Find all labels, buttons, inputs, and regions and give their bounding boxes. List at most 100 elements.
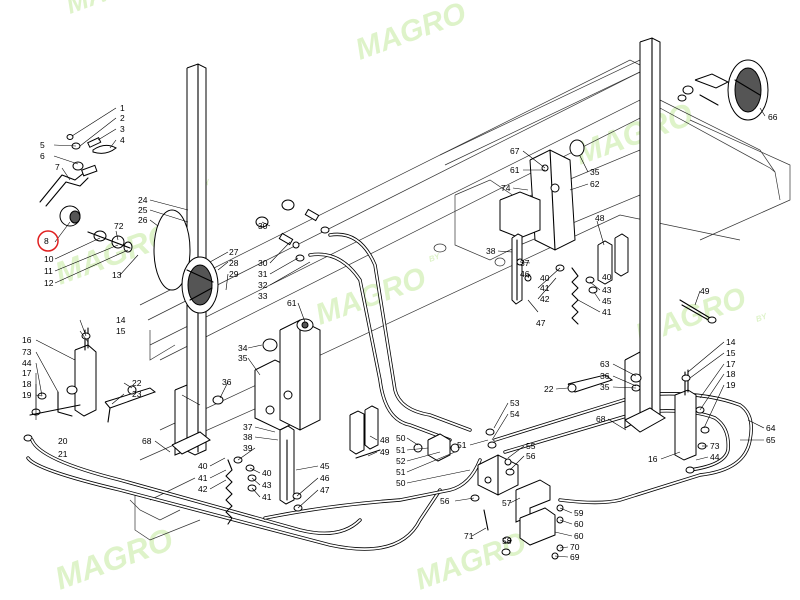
callout-label[interactable]: 37 [520,258,530,268]
callout-label[interactable]: 41 [262,492,272,502]
callout-label[interactable]: 70 [570,542,580,552]
callout-label[interactable]: 45 [320,461,330,471]
callout-label[interactable]: 35 [600,382,610,392]
callout-label[interactable]: 36 [222,377,232,387]
callout-label[interactable]: 22 [544,384,554,394]
callout-label[interactable]: 28 [229,258,239,268]
callout-label[interactable]: 10 [44,254,54,264]
callout-label[interactable]: 46 [520,269,530,279]
callout-label[interactable]: 58 [502,536,512,546]
callout-label[interactable]: 68 [142,436,152,446]
callout-label[interactable]: 49 [700,286,710,296]
callout-label[interactable]: 19 [22,390,32,400]
callout-label[interactable]: 26 [138,215,148,225]
callout-label[interactable]: 31 [258,269,268,279]
callout-label[interactable]: 51 [396,467,406,477]
callout-label[interactable]: 39 [243,443,253,453]
callout-label[interactable]: 66 [768,112,778,122]
callout-label[interactable]: 72 [114,221,124,231]
callout-label[interactable]: 43 [602,285,612,295]
callout-label[interactable]: 25 [138,205,148,215]
callout-label[interactable]: 37 [243,422,253,432]
callout-label[interactable]: 53 [510,398,520,408]
callout-label[interactable]: 40 [198,461,208,471]
callout-label[interactable]: 12 [44,278,54,288]
callout-label[interactable]: 36 [600,371,610,381]
callout-label[interactable]: 48 [595,213,605,223]
callout-label[interactable]: 49 [380,447,390,457]
callout-label[interactable]: 54 [510,409,520,419]
callout-label[interactable]: 3 [120,124,125,134]
callout-label[interactable]: 56 [526,451,536,461]
callout-label[interactable]: 22 [132,378,142,388]
callout-label[interactable]: 42 [198,484,208,494]
callout-label[interactable]: 5 [40,140,45,150]
callout-label[interactable]: 41 [198,473,208,483]
callout-label[interactable]: 57 [502,498,512,508]
callout-label[interactable]: 40 [602,272,612,282]
callout-label[interactable]: 41 [602,307,612,317]
callout-label[interactable]: 35 [238,353,248,363]
callout-label[interactable]: 14 [726,337,736,347]
callout-label[interactable]: 56 [440,496,450,506]
callout-label[interactable]: 71 [464,531,474,541]
callout-label[interactable]: 11 [44,266,53,276]
callout-label[interactable]: 40 [262,468,272,478]
callout-label[interactable]: 46 [320,473,330,483]
callout-label[interactable]: 30 [258,221,268,231]
callout-label[interactable]: 21 [58,449,68,459]
callout-label[interactable]: 32 [258,280,268,290]
callout-label[interactable]: 62 [590,179,600,189]
callout-label[interactable]: 23 [132,389,142,399]
callout-label[interactable]: 1 [120,103,125,113]
callout-label[interactable]: 64 [766,423,776,433]
callout-label[interactable]: 73 [710,441,720,451]
callout-label[interactable]: 73 [22,347,32,357]
callout-label[interactable]: 74 [501,183,511,193]
callout-label[interactable]: 63 [600,359,610,369]
callout-label[interactable]: 65 [766,435,776,445]
callout-label[interactable]: 16 [648,454,658,464]
callout-label[interactable]: 47 [536,318,546,328]
callout-label[interactable]: 50 [396,433,406,443]
callout-label[interactable]: 69 [570,552,580,562]
callout-label[interactable]: 33 [258,291,268,301]
callout-label[interactable]: 59 [574,508,584,518]
callout-label[interactable]: 30 [258,258,268,268]
callout-label[interactable]: 14 [116,315,126,325]
callout-label[interactable]: 48 [380,435,390,445]
callout-label[interactable]: 2 [120,113,125,123]
callout-label[interactable]: 29 [229,269,239,279]
callout-label[interactable]: 50 [396,478,406,488]
callout-label[interactable]: 44 [22,358,32,368]
callout-label[interactable]: 35 [590,167,600,177]
callout-label[interactable]: 61 [510,165,520,175]
callout-label[interactable]: 61 [287,298,297,308]
callout-label[interactable]: 17 [22,368,32,378]
callout-label[interactable]: 15 [116,326,126,336]
callout-label[interactable]: 18 [726,369,736,379]
callout-label[interactable]: 13 [112,270,122,280]
callout-label[interactable]: 42 [540,294,550,304]
callout-label[interactable]: 60 [574,519,584,529]
callout-label[interactable]: 51 [396,445,406,455]
callout-label[interactable]: 24 [138,195,148,205]
callout-label[interactable]: 67 [510,146,520,156]
callout-label[interactable]: 52 [396,456,406,466]
callout-label[interactable]: 19 [726,380,736,390]
callout-label[interactable]: 38 [243,432,253,442]
callout-label[interactable]: 44 [710,452,720,462]
callout-label[interactable]: 55 [526,441,536,451]
callout-label[interactable]: 34 [238,343,248,353]
callout-label[interactable]: 17 [726,359,736,369]
callout-label[interactable]: 43 [262,480,272,490]
callout-label-8[interactable]: 8 [44,236,49,246]
callout-label[interactable]: 45 [602,296,612,306]
callout-label[interactable]: 4 [120,135,125,145]
callout-label[interactable]: 20 [58,436,68,446]
callout-label[interactable]: 27 [229,247,239,257]
callout-label[interactable]: 16 [22,335,32,345]
callout-label[interactable]: 41 [540,283,550,293]
callout-label[interactable]: 40 [540,273,550,283]
callout-label[interactable]: 68 [596,414,606,424]
